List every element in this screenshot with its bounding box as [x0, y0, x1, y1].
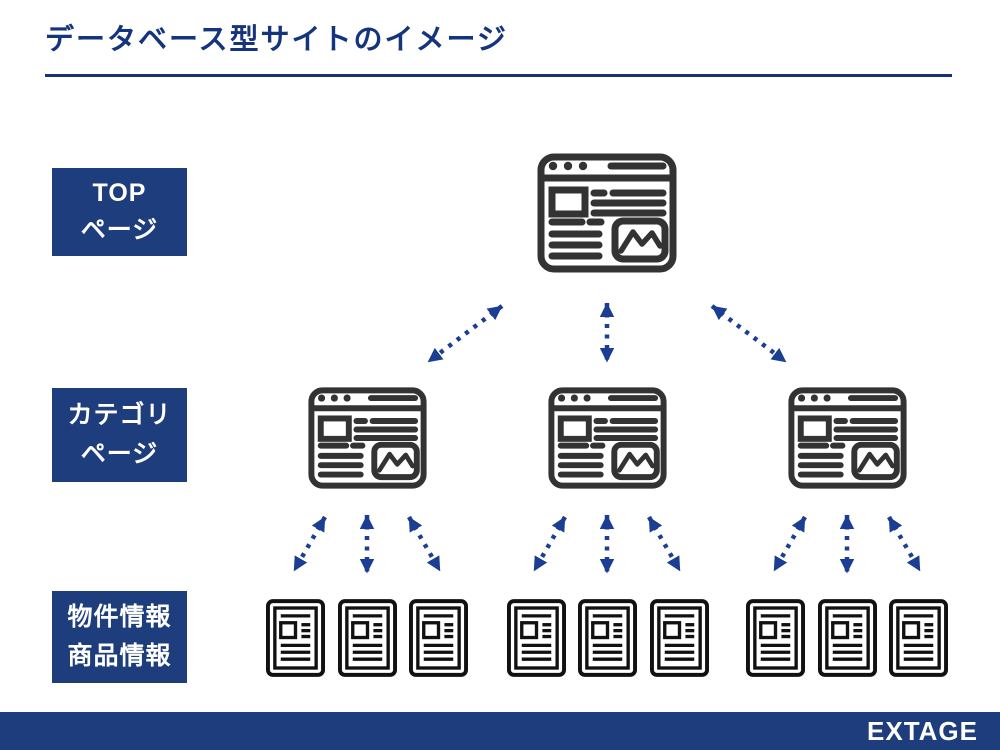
- browser-window-icon: [537, 153, 677, 273]
- document-icon: [338, 599, 397, 677]
- title-underline: [45, 74, 952, 77]
- extage-logo: EXTAGE: [867, 715, 978, 746]
- arrow-cat3-doc3: [887, 515, 922, 573]
- arrow-cat3-doc1: [772, 515, 807, 573]
- page-title: データベース型サイトのイメージ: [45, 24, 508, 56]
- document-icon: [409, 599, 468, 677]
- browser-window-icon: [308, 386, 427, 490]
- label-line: ページ: [80, 440, 159, 469]
- document-icon: [507, 599, 566, 677]
- arrow-cat2-doc1: [532, 515, 567, 573]
- footer-bar: EXTAGE: [0, 712, 1000, 750]
- browser-window-icon: [788, 386, 907, 490]
- label-category-page: カテゴリ ページ: [52, 388, 187, 482]
- document-icon: [746, 599, 805, 677]
- document-icon: [650, 599, 709, 677]
- label-line: TOP: [92, 178, 147, 207]
- label-line: カテゴリ: [67, 400, 172, 429]
- arrow-cat1-doc1: [292, 515, 327, 573]
- arrow-top-cat1: [426, 304, 504, 364]
- document-icon: [818, 599, 877, 677]
- arrow-top-cat3: [710, 304, 788, 364]
- arrow-cat1-doc3: [407, 515, 442, 573]
- label-line: 商品情報: [67, 642, 172, 670]
- label-line: ページ: [80, 216, 159, 245]
- document-icon: [266, 599, 325, 677]
- document-icon: [578, 599, 637, 677]
- label-line: 物件情報: [67, 603, 172, 631]
- label-item-info: 物件情報 商品情報: [52, 591, 187, 683]
- document-icon: [889, 599, 948, 677]
- browser-window-icon: [548, 386, 667, 490]
- label-top-page: TOP ページ: [52, 168, 187, 256]
- arrow-cat2-doc3: [647, 515, 682, 573]
